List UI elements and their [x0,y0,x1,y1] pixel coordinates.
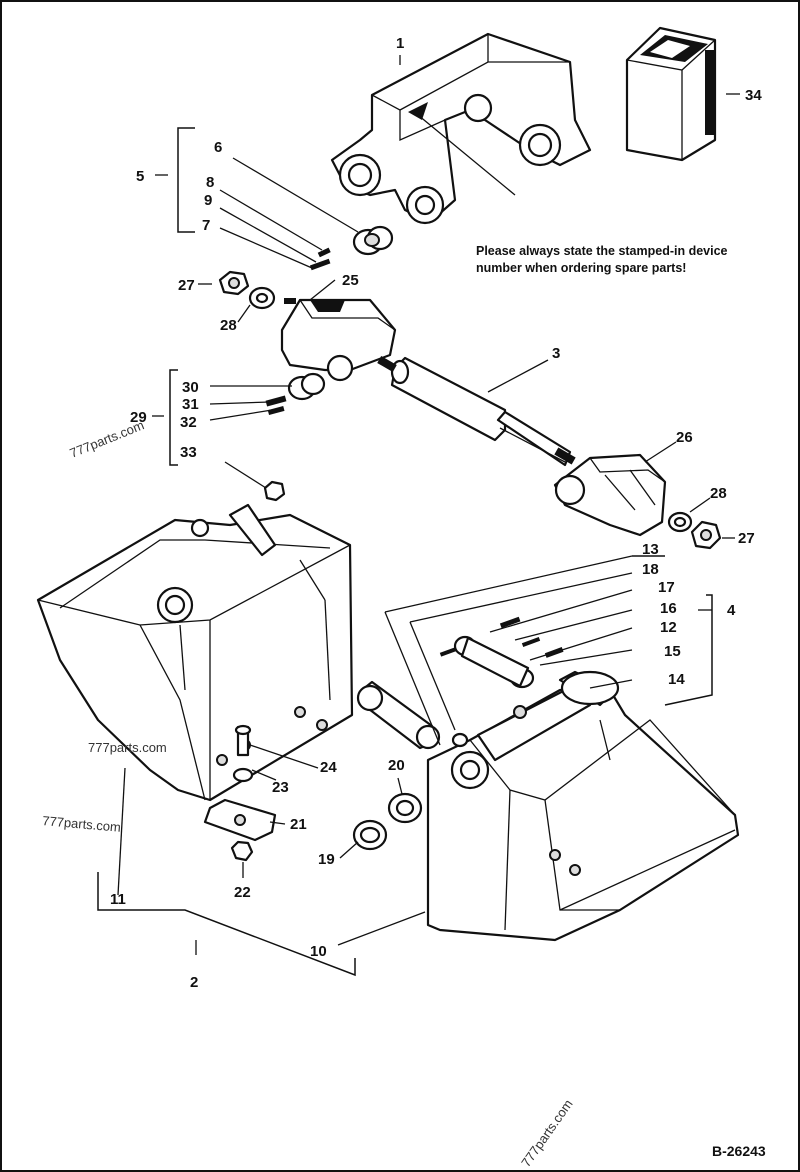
watermark-2: 777parts.com [88,740,167,755]
watermark-3: 777parts.com [42,813,122,835]
bucket-right [426,670,740,942]
callout-29: 29 [130,409,147,426]
ordering-note-line2: number when ordering spare parts! [476,261,686,275]
callout-23: 23 [272,779,289,796]
callout-16: 16 [660,600,677,617]
callout-14: 14 [668,671,685,688]
callout-19: 19 [318,851,335,868]
leader-lines [97,55,740,977]
callout-32: 32 [180,414,197,431]
hydraulic-cylinder [377,356,576,467]
callout-10: 10 [310,943,327,960]
callout-25: 25 [342,272,359,289]
small-nut [263,480,286,502]
pin-assembly-upper [309,225,394,271]
callout-27-right: 27 [738,530,755,547]
link-rod [356,680,441,750]
callout-1: 1 [396,35,404,52]
callout-17: 17 [658,579,675,596]
callout-22: 22 [234,884,251,901]
callout-2: 2 [190,974,198,991]
cylinder-clevis-upper [280,298,397,382]
callout-4: 4 [727,602,736,619]
callout-34: 34 [745,87,762,104]
ordering-note-line1: Please always state the stamped-in devic… [476,244,728,258]
callout-5: 5 [136,168,144,185]
pin-assembly-middle [265,372,326,415]
watermark-4: 777parts.com [518,1097,575,1170]
cylinder-clevis-lower [553,453,667,537]
nut-washer-left [218,270,276,310]
callout-6: 6 [214,139,222,156]
callout-27-left: 27 [178,277,195,294]
callout-33: 33 [180,444,197,461]
pin-assembly-lower [439,616,564,689]
callout-9: 9 [204,192,212,209]
callout-8: 8 [206,174,214,191]
callout-7: 7 [202,217,210,234]
parts-box [625,26,717,162]
mount-bracket [330,32,592,225]
callout-26: 26 [676,429,693,446]
callout-28-left: 28 [220,317,237,334]
callout-28-right: 28 [710,485,727,502]
drawing-reference: B-26243 [712,1143,766,1159]
callout-30: 30 [182,379,199,396]
callout-11: 11 [110,891,126,908]
bucket-left [36,503,354,802]
bucket-fasteners [203,724,277,862]
callout-31: 31 [182,396,199,413]
nut-washer-right [667,511,722,550]
callout-13: 13 [642,541,659,558]
callout-12: 12 [660,619,677,636]
callout-15: 15 [664,643,681,660]
callout-3: 3 [552,345,560,362]
callout-18: 18 [642,561,659,578]
bushings [352,732,469,851]
callout-20: 20 [388,757,405,774]
callout-21: 21 [290,816,307,833]
callout-24: 24 [320,759,337,776]
watermark-1: 777parts.com [68,417,147,460]
callout-labels: 1 34 5 6 8 9 7 27 28 25 3 30 31 29 32 33… [110,35,762,991]
